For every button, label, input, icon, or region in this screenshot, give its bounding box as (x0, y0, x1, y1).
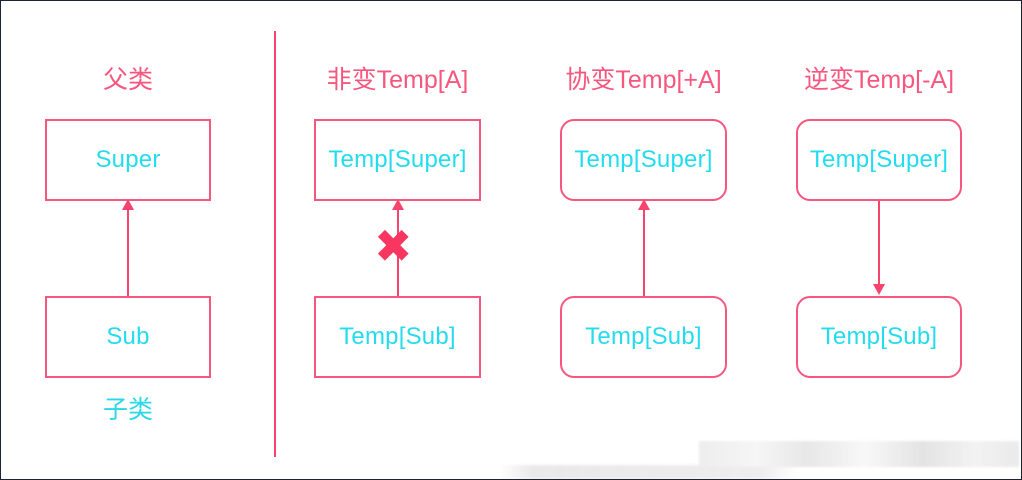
node-contravariant-sub: Temp[Sub] (796, 296, 962, 378)
node-sub: Sub (45, 296, 211, 378)
arrowhead-up-icon (392, 199, 404, 210)
cross-mark-icon: ✖ (374, 219, 413, 273)
connector-super-sub (127, 201, 129, 296)
watermark-blurred (699, 441, 1019, 467)
connector-covariant (643, 201, 645, 296)
node-covariant-super: Temp[Super] (560, 119, 727, 201)
connector-contravariant (878, 201, 880, 286)
column-title-contravariant: 逆变Temp[-A] (803, 66, 955, 94)
node-invariant-super: Temp[Super] (314, 119, 481, 201)
node-covariant-sub: Temp[Sub] (560, 296, 727, 378)
node-contravariant-super: Temp[Super] (796, 119, 962, 201)
child-class-label: 子类 (102, 396, 153, 424)
parent-class-label: 父类 (102, 66, 153, 94)
arrowhead-up-icon (638, 199, 650, 210)
column-title-covariant: 协变Temp[+A] (565, 66, 722, 94)
node-invariant-sub: Temp[Sub] (314, 296, 481, 378)
watermark-shadow (498, 465, 798, 479)
column-title-invariant: 非变Temp[A] (326, 66, 469, 94)
arrowhead-down-icon (873, 284, 885, 295)
arrowhead-up-icon (122, 199, 134, 210)
node-super: Super (45, 119, 211, 201)
connector-invariant (397, 201, 399, 296)
vertical-divider (274, 31, 276, 457)
